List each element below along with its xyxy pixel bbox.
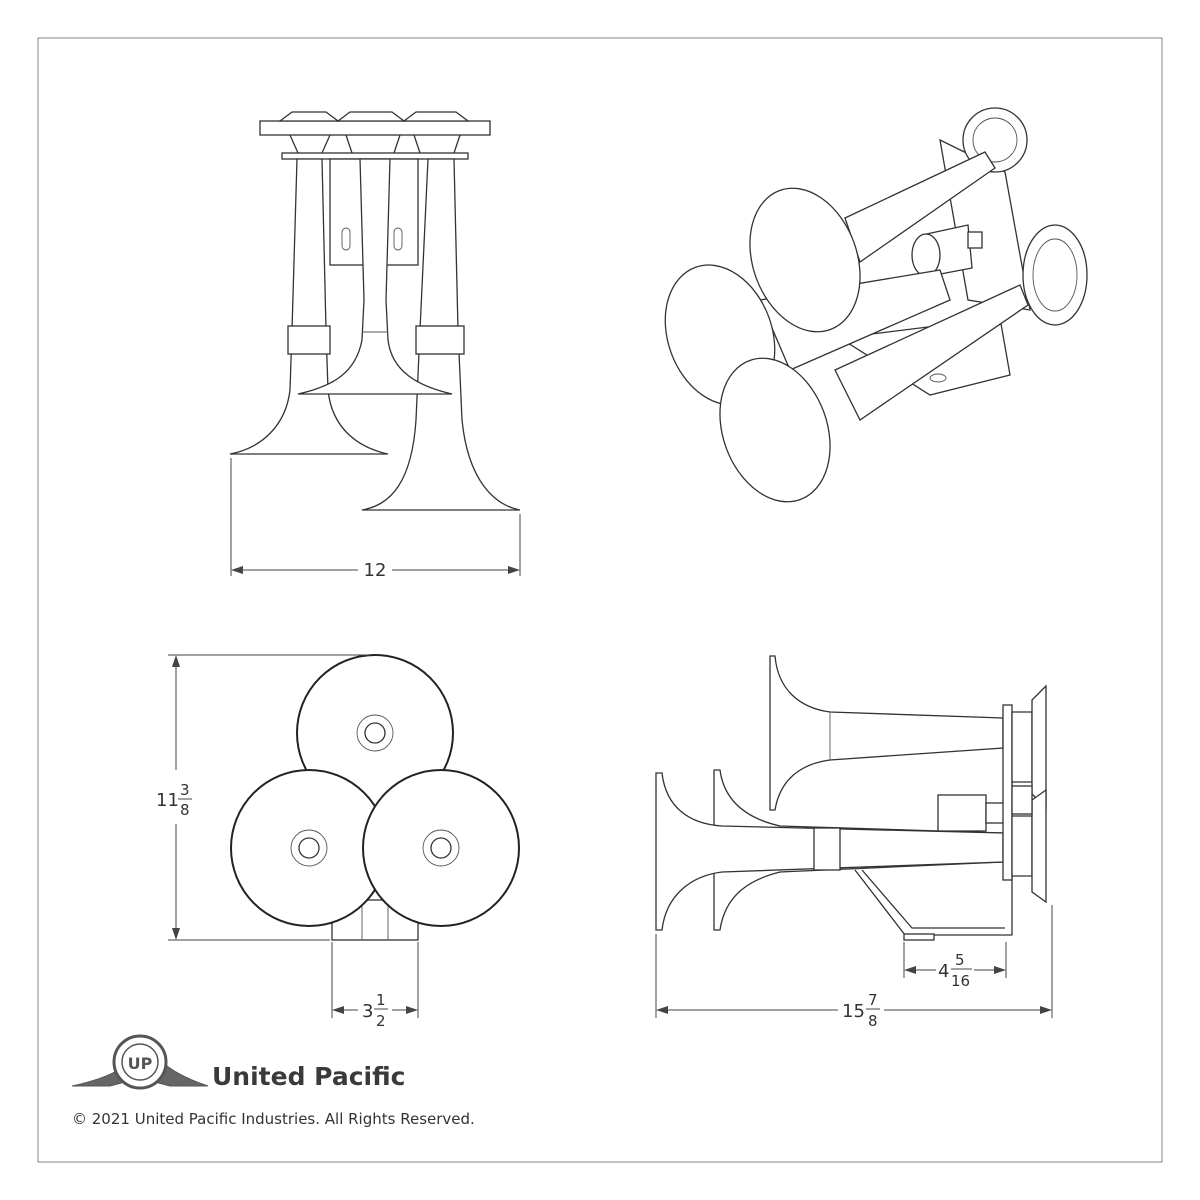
- dimension-side-bracket-den: 16: [951, 972, 970, 990]
- side-view: [655, 655, 1047, 941]
- brand-logo: UP United Pacific: [71, 1034, 405, 1091]
- dimension-top-height: 11 3 8: [156, 654, 370, 941]
- copyright-notice: © 2021 United Pacific Industries. All Ri…: [72, 1110, 475, 1128]
- dimension-top-height-den: 8: [180, 801, 190, 819]
- dimension-top-bracket-whole: 3: [362, 1001, 373, 1022]
- isometric-view: [664, 107, 1088, 503]
- front-view: [229, 111, 521, 511]
- sheet-border: [37, 37, 1163, 1163]
- dimension-top-bracket-den: 2: [376, 1012, 386, 1030]
- logo-letters: UP: [128, 1054, 153, 1073]
- dimension-side-bracket-num: 5: [955, 951, 965, 969]
- dimension-top-bracket: 3 1 2: [331, 942, 419, 1030]
- dimension-top-height-num: 3: [180, 781, 190, 799]
- dimension-side-bracket-whole: 4: [938, 961, 949, 982]
- dimension-top-bracket-num: 1: [376, 991, 386, 1009]
- dimension-side-bracket: 4 5 16: [903, 942, 1007, 990]
- brand-name: United Pacific: [212, 1062, 405, 1091]
- dimension-side-length: 15 7 8: [655, 905, 1053, 1030]
- dimension-front-width-label: 12: [364, 560, 387, 581]
- dimension-top-height-whole: 11: [156, 790, 179, 811]
- dimension-front-width: 12: [230, 458, 521, 581]
- top-view: [230, 654, 520, 941]
- dimension-side-length-den: 8: [868, 1012, 878, 1030]
- dimension-side-length-num: 7: [868, 991, 878, 1009]
- dimension-side-length-whole: 15: [842, 1001, 865, 1022]
